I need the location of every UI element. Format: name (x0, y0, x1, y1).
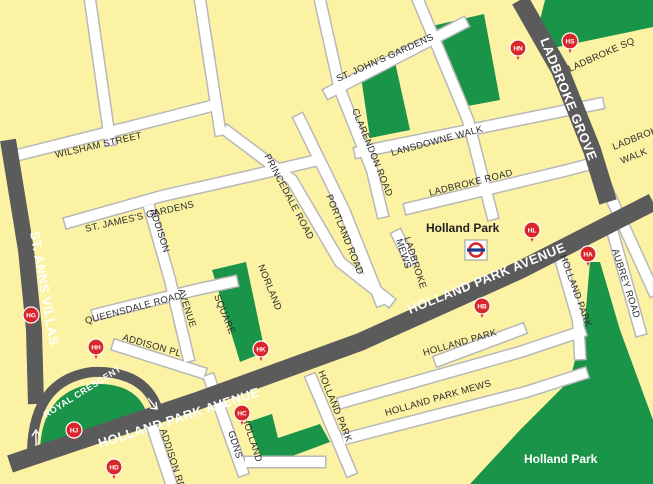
road-holland-park-avenue (7, 193, 653, 473)
marker-label: HK (256, 346, 266, 353)
marker-hd-pin-icon[interactable]: HD (105, 458, 123, 479)
one-way-arrows (31, 397, 158, 446)
label-holland-park-station: Holland Park (426, 221, 500, 235)
marker-ha-pin-icon[interactable]: HA (579, 245, 597, 266)
marker-label: HD (109, 464, 119, 471)
marker-hs-pin-icon[interactable]: HS (561, 32, 579, 53)
marker-label: HG (26, 312, 36, 319)
marker-label: HA (583, 251, 593, 258)
road-royal-crescent (27, 366, 165, 451)
marker-label: HN (513, 45, 523, 52)
road-st-anns-villas (0, 138, 44, 405)
marker-hb-pin-icon[interactable]: HB (473, 297, 491, 318)
marker-label: HL (528, 227, 537, 234)
marker-hc-pin-icon[interactable]: HC (233, 404, 251, 425)
marker-label: HJ (70, 427, 79, 434)
arrow-down-right-icon (147, 397, 158, 410)
marker-hl-pin-icon[interactable]: HL (523, 221, 541, 242)
underground-station-icon[interactable] (464, 239, 488, 261)
road-ladbroke-grove (512, 0, 617, 205)
label-holland-park-green: Holland Park (524, 452, 598, 466)
park-holland-park (470, 262, 653, 484)
park-st-johns-gardens-west (360, 62, 410, 138)
park-holland-park-gardens (248, 414, 330, 462)
marker-label: HC (237, 410, 247, 417)
minor-roads (6, 0, 653, 484)
major-roads (0, 0, 653, 473)
marker-hh-pin-icon[interactable]: HH (87, 338, 105, 359)
marker-label: HH (91, 344, 101, 351)
marker-label: HS (565, 38, 575, 45)
marker-hj-pin-icon[interactable]: HJ (65, 421, 83, 442)
marker-hn-pin-icon[interactable]: HN (509, 39, 527, 60)
markers: HS HN HL HA HB HG HH HK HJ HC HD (22, 32, 597, 479)
green-spaces (40, 0, 653, 484)
marker-label: HB (477, 303, 487, 310)
marker-hk-pin-icon[interactable]: HK (252, 340, 270, 361)
marker-hg-pin-icon[interactable]: HG (22, 306, 40, 327)
arrow-up-icon (31, 428, 41, 446)
